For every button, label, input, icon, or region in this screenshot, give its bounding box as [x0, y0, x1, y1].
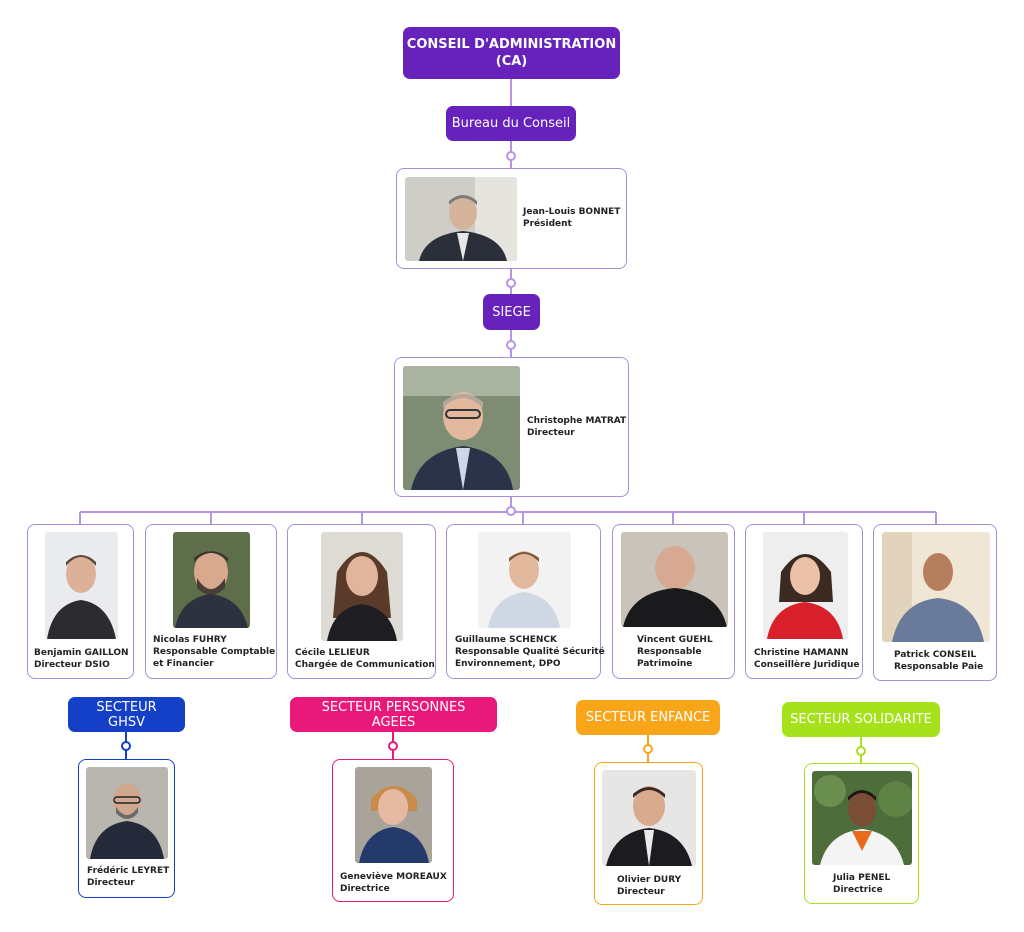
sector-director-card[interactable]: Olivier DURY Directeur	[594, 762, 703, 905]
staff-card[interactable]: Christine HAMANN Conseillère Juridique	[745, 524, 863, 679]
sector-director-photo	[86, 767, 168, 859]
staff-role-2: Patrimoine	[637, 659, 693, 669]
sector-director-card[interactable]: Geneviève MOREAUX Directrice	[332, 759, 454, 902]
sector-director-photo	[355, 767, 432, 863]
ca-node[interactable]: CONSEIL D'ADMINISTRATION (CA)	[403, 27, 620, 79]
staff-photo	[478, 532, 571, 628]
president-card[interactable]: Jean-Louis BONNET Président	[396, 168, 627, 269]
sector-director-photo	[602, 770, 696, 866]
sector-director-role: Directeur	[87, 878, 135, 888]
staff-name: Benjamin GAILLON	[34, 648, 129, 658]
staff-card[interactable]: Guillaume SCHENCK Responsable Qualité Sé…	[446, 524, 605, 679]
sector-director-name: Olivier DURY	[617, 875, 682, 885]
staff-photo	[173, 532, 250, 628]
staff-photo	[882, 532, 990, 642]
staff-photo	[621, 532, 728, 627]
staff-role: Conseillère Juridique	[754, 660, 860, 670]
director-role: Directeur	[527, 428, 575, 438]
director-card[interactable]: Christophe MATRAT Directeur	[394, 357, 629, 497]
sector-personnes-agees-node[interactable]: SECTEUR PERSONNES AGEES	[290, 697, 497, 732]
staff-role-2: et Financier	[153, 659, 214, 669]
sector-director-role: Directrice	[833, 885, 883, 895]
staff-role: Responsable	[637, 647, 702, 657]
sector-director-role: Directrice	[340, 884, 390, 894]
siege-node[interactable]: SIEGE	[483, 294, 540, 330]
ca-abbrev: (CA)	[495, 54, 528, 69]
sector-solidarite-node[interactable]: SECTEUR SOLIDARITE	[782, 702, 940, 737]
staff-photo	[45, 532, 118, 639]
staff-card[interactable]: Vincent GUEHL Responsable Patrimoine	[612, 524, 735, 679]
sector-director-card[interactable]: Frédéric LEYRET Directeur	[78, 759, 175, 898]
sector-ghsv-node[interactable]: SECTEUR GHSV	[68, 697, 185, 732]
ca-label: CONSEIL D'ADMINISTRATION	[406, 37, 617, 52]
staff-card[interactable]: Benjamin GAILLON Directeur DSIO	[27, 524, 134, 679]
staff-card[interactable]: Nicolas FUHRY Responsable Comptable et F…	[145, 524, 277, 679]
staff-role: Responsable Qualité Sécurité	[455, 647, 605, 657]
sector-director-role: Directeur	[617, 887, 665, 897]
staff-role: Responsable Paie	[894, 662, 984, 672]
director-photo	[403, 366, 520, 490]
staff-card[interactable]: Cécile LELIEUR Chargée de Communication	[287, 524, 436, 679]
sector-director-photo	[812, 771, 912, 865]
staff-name: Nicolas FUHRY	[153, 635, 227, 645]
president-photo	[405, 177, 517, 261]
staff-card[interactable]: Patrick CONSEIL Responsable Paie	[873, 524, 997, 681]
sector-enfance-node[interactable]: SECTEUR ENFANCE	[576, 700, 720, 735]
staff-name: Christine HAMANN	[754, 648, 849, 658]
sector-director-card[interactable]: Julia PENEL Directrice	[804, 763, 919, 904]
bureau-node[interactable]: Bureau du Conseil	[446, 106, 576, 141]
president-name: Jean-Louis BONNET	[523, 207, 621, 217]
staff-role: Directeur DSIO	[34, 660, 110, 670]
staff-role: Chargée de Communication	[295, 660, 435, 670]
staff-name: Patrick CONSEIL	[894, 650, 977, 660]
staff-name: Vincent GUEHL	[637, 635, 713, 645]
sector-director-name: Julia PENEL	[833, 873, 891, 883]
president-role: Président	[523, 219, 572, 229]
sector-director-name: Frédéric LEYRET	[87, 866, 170, 876]
director-name: Christophe MATRAT	[527, 416, 627, 426]
staff-role: Responsable Comptable	[153, 647, 276, 657]
staff-photo	[321, 532, 403, 641]
staff-name: Cécile LELIEUR	[295, 648, 370, 658]
sector-director-name: Geneviève MOREAUX	[340, 872, 447, 882]
staff-role-2: Environnement, DPO	[455, 659, 561, 669]
staff-name: Guillaume SCHENCK	[455, 635, 558, 645]
staff-photo	[763, 532, 848, 639]
